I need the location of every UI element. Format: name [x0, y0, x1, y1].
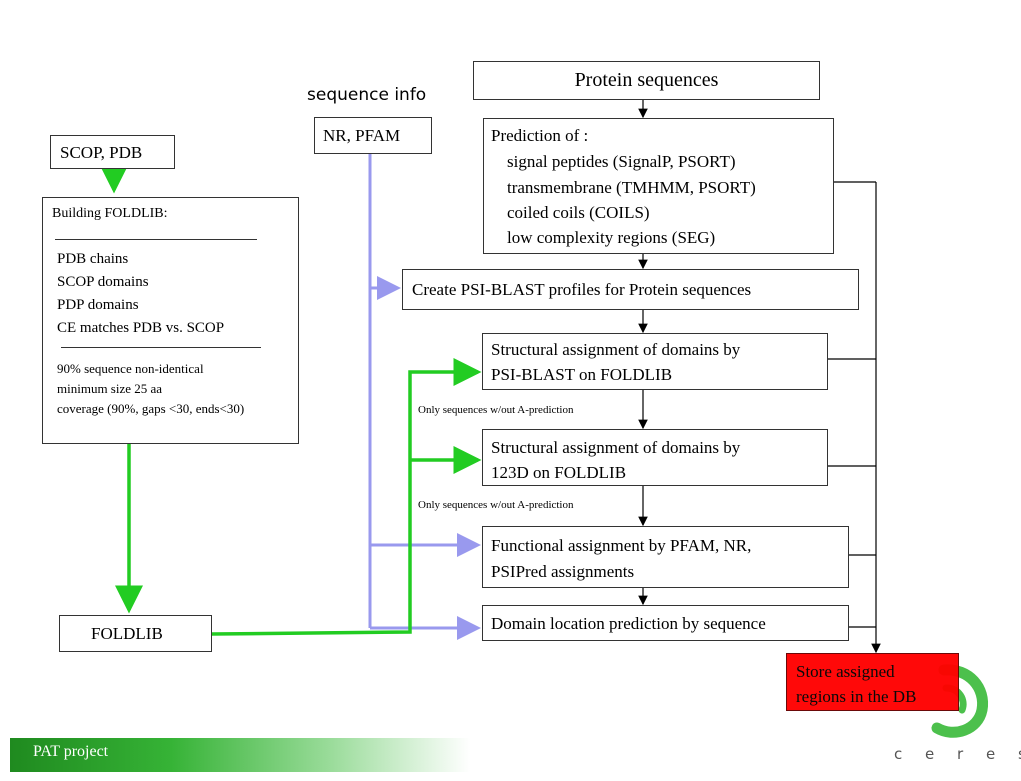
- divider-bottom: [61, 347, 261, 348]
- sequence-info-label: sequence info: [307, 85, 427, 105]
- struct-psiblast-line2: PSI-BLAST on FOLDLIB: [491, 365, 673, 384]
- functional-line2: PSIPred assignments: [491, 562, 635, 581]
- struct-psiblast-box: Structural assignment of domains by PSI-…: [482, 333, 828, 390]
- prediction-item-signal: signal peptides (SignalP, PSORT): [507, 152, 736, 171]
- prediction-item-low-complexity: low complexity regions (SEG): [507, 228, 716, 247]
- psi-blast-profiles-label: Create PSI-BLAST profiles for Protein se…: [412, 280, 752, 299]
- ceres-logo-text: c e r e s: [894, 745, 1021, 763]
- foldlib-criteria-coverage: coverage (90%, gaps <30, ends<30): [57, 401, 245, 416]
- domain-location-label: Domain location prediction by sequence: [491, 614, 766, 633]
- prediction-box: Prediction of : signal peptides (SignalP…: [483, 118, 834, 254]
- psi-blast-profiles-box: Create PSI-BLAST profiles for Protein se…: [402, 269, 859, 310]
- nr-pfam-paths: [368, 153, 481, 640]
- foldlib-paths: [100, 165, 482, 636]
- note-only-sequences-1: Only sequences w/out A-prediction: [418, 404, 574, 416]
- struct-psiblast-line1: Structural assignment of domains by: [491, 340, 741, 359]
- foldlib-criteria-size: minimum size 25 aa: [57, 381, 163, 396]
- nr-pfam-box: NR, PFAM: [314, 117, 432, 154]
- foldlib-item-pdp-domains: PDP domains: [57, 297, 139, 313]
- functional-assignment-box: Functional assignment by PFAM, NR, PSIPr…: [482, 526, 849, 588]
- foldlib-item-scop-domains: SCOP domains: [57, 274, 149, 290]
- foldlib-criteria-identity: 90% sequence non-identical: [57, 361, 204, 376]
- struct-123d-line1: Structural assignment of domains by: [491, 438, 741, 457]
- foldlib-item-ce-matches: CE matches PDB vs. SCOP: [57, 320, 225, 336]
- prediction-item-coiled: coiled coils (COILS): [507, 203, 650, 222]
- protein-sequences-label: Protein sequences: [574, 69, 719, 91]
- store-db-box: Store assigned regions in the DB: [786, 653, 959, 711]
- main-flow-arrows: [540, 100, 881, 654]
- divider-top: [55, 239, 257, 240]
- foldlib-label: FOLDLIB: [91, 624, 163, 643]
- struct-123d-line2: 123D on FOLDLIB: [491, 463, 627, 482]
- footer-project-label: PAT project: [33, 743, 109, 760]
- domain-location-box: Domain location prediction by sequence: [482, 605, 849, 641]
- store-line1: Store assigned: [796, 662, 895, 681]
- scop-pdb-box: SCOP, PDB: [50, 135, 175, 169]
- building-foldlib-title: Building FOLDLIB:: [52, 206, 168, 221]
- struct-123d-box: Structural assignment of domains by 123D…: [482, 429, 828, 486]
- prediction-item-transmembrane: transmembrane (TMHMM, PSORT): [507, 178, 756, 197]
- scop-pdb-label: SCOP, PDB: [60, 143, 143, 162]
- building-foldlib-box: Building FOLDLIB: PDB chains SCOP domain…: [42, 197, 299, 444]
- note-only-sequences-2: Only sequences w/out A-prediction: [418, 499, 574, 511]
- functional-line1: Functional assignment by PFAM, NR,: [491, 536, 752, 555]
- foldlib-box: FOLDLIB: [59, 615, 212, 652]
- store-line2: regions in the DB: [796, 687, 917, 706]
- protein-sequences-box: Protein sequences: [473, 61, 820, 100]
- foldlib-item-pdb-chains: PDB chains: [57, 251, 129, 267]
- prediction-title: Prediction of :: [491, 126, 589, 145]
- nr-pfam-label: NR, PFAM: [323, 126, 401, 145]
- footer-bar: [10, 738, 470, 772]
